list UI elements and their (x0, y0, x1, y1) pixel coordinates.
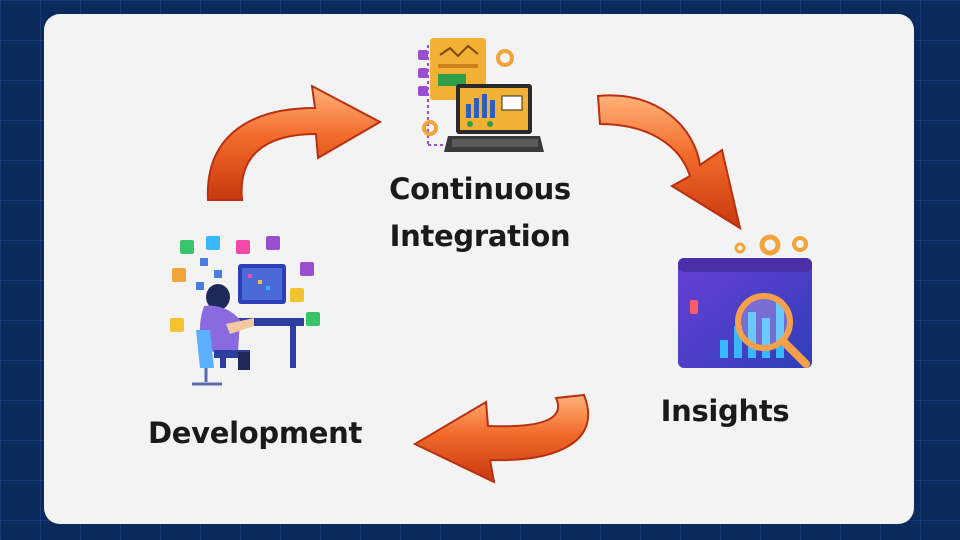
ci-dashboard-laptop-icon (418, 38, 544, 152)
ci-label-line2: Integration (389, 219, 571, 253)
arrow-ci-to-insights (596, 94, 742, 231)
node-continuous-integration: Continuous Integration (370, 166, 590, 260)
ci-label-line1: Continuous (389, 172, 571, 206)
node-insights: Insights (660, 394, 790, 428)
node-development: Development (147, 416, 363, 450)
insights-magnifier-chart-icon (678, 234, 812, 368)
developer-workstation-icon (170, 236, 320, 386)
arrow-dev-to-ci (206, 84, 383, 201)
arrow-insights-to-dev (412, 393, 590, 484)
